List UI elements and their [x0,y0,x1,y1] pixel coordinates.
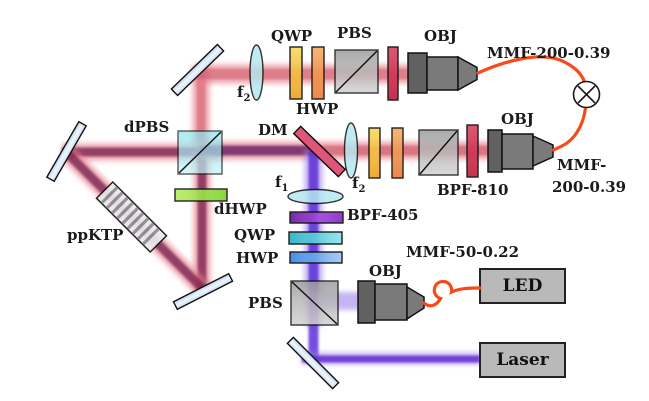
fiber-mmf-right [551,105,588,152]
lens-f1 [287,188,344,205]
dichroic-mirror [292,125,347,178]
pbs-mid-diagonal [291,281,338,325]
dpbs-cube [177,130,223,175]
ppktp-poling-stripes [100,186,160,246]
obj-top-label: OBJ [424,27,457,45]
qwp-pump-plate [288,231,343,245]
objective-top-flange [407,52,428,94]
objective-right-flange [487,129,503,173]
lens-f2-top [249,44,264,101]
dhwp-label: dHWP [214,200,267,218]
bandpass-filter-top [387,46,399,101]
mmf-top-label: MMF-200-0.39 [487,44,611,62]
qwp-top-plate [289,46,303,100]
pbs-right-diagonal [419,130,458,175]
objective-right [487,129,554,173]
hwp-mid-row-plate [391,127,404,179]
pbs-right-cube [418,129,459,176]
hwp-mid-label: HWP [236,249,279,267]
objective-top-body [426,56,459,91]
laser-box-label: Laser [496,350,549,370]
mmf-right-label-line1: MMF- [557,156,607,174]
obj-right-label: OBJ [501,110,534,128]
f2-top-label: f2 [237,84,250,107]
mirror-left-glass [45,120,88,183]
dhwp-plate [174,188,228,202]
pbs-mid-label: PBS [248,294,283,312]
ppktp-crystal [95,180,168,254]
mmf50-label: MMF-50-0.22 [406,243,520,261]
bpf405-label: BPF-405 [347,206,419,224]
objective-right-nose [532,134,554,168]
objective-mid-body [374,283,408,321]
f1-base: f [275,173,282,191]
laser-box [479,342,566,378]
qwp-mid-row-plate [368,127,381,179]
led-box [479,268,566,304]
mmf-right-label-line2: 200-0.39 [552,178,627,196]
dpbs-label: dPBS [124,118,170,136]
f1-label: f1 [275,174,288,197]
objective-right-body [501,133,534,170]
mirror-sagnac-bottom-glass [172,272,234,311]
f2-mid-label: f2 [352,175,365,198]
beam-sagnac-vertical-core [197,152,207,291]
f2-top-base: f [237,83,244,101]
hwp-top-label: HWP [296,100,339,118]
mirror-laser-glass [286,336,340,390]
pbs-top-label: PBS [337,24,372,42]
mirror-laser [286,336,340,390]
f2-mid-base: f [352,174,359,192]
f2-mid-sub: 2 [358,184,366,195]
mirror-sagnac-bottom [172,272,234,311]
ppktp-label: ppKTP [67,226,124,244]
hwp-pump-plate [289,251,343,264]
fiber-combiner-x2 [577,85,596,104]
objective-top-nose [457,55,478,92]
obj-mid-label: OBJ [369,262,402,280]
fiber-mmf-50-led [422,279,482,308]
objective-top [407,52,478,94]
hwp-top-plate [311,46,325,100]
qwp-mid-label: QWP [234,226,276,244]
beam-mixed-core-dpbs-dm [200,145,318,156]
beam-red-vertical-top-core [196,66,206,160]
dichroic-mirror-glass [292,125,347,178]
beam-laser-horizontal-core [302,355,480,363]
objective-mid-nose [406,285,425,321]
bpf810-label: BPF-810 [437,181,509,199]
fiber-combiner-icon [572,80,601,109]
f1-sub: 1 [281,183,289,194]
bpf-810-filter [466,124,479,178]
qwp-top-label: QWP [271,27,313,45]
objective-mid [357,280,425,324]
lens-f2-mid [343,122,359,179]
pbs-top-cube [334,49,379,94]
mirror-top [170,43,225,97]
mirror-left [45,120,88,183]
fiber-mmf-top [476,55,587,84]
dpbs-diagonal [178,131,222,174]
led-box-label: LED [502,276,543,296]
objective-mid-flange [357,280,376,324]
dm-label: DM [258,121,288,139]
pbs-mid-cube [290,280,339,326]
pbs-top-diagonal [335,50,378,93]
beam-sagnac-left-core [62,147,222,157]
mirror-top-glass [170,43,225,97]
beam-red-core-dm-obj [318,145,490,156]
f2-top-sub: 2 [243,93,251,104]
bpf-405-filter [289,211,344,224]
